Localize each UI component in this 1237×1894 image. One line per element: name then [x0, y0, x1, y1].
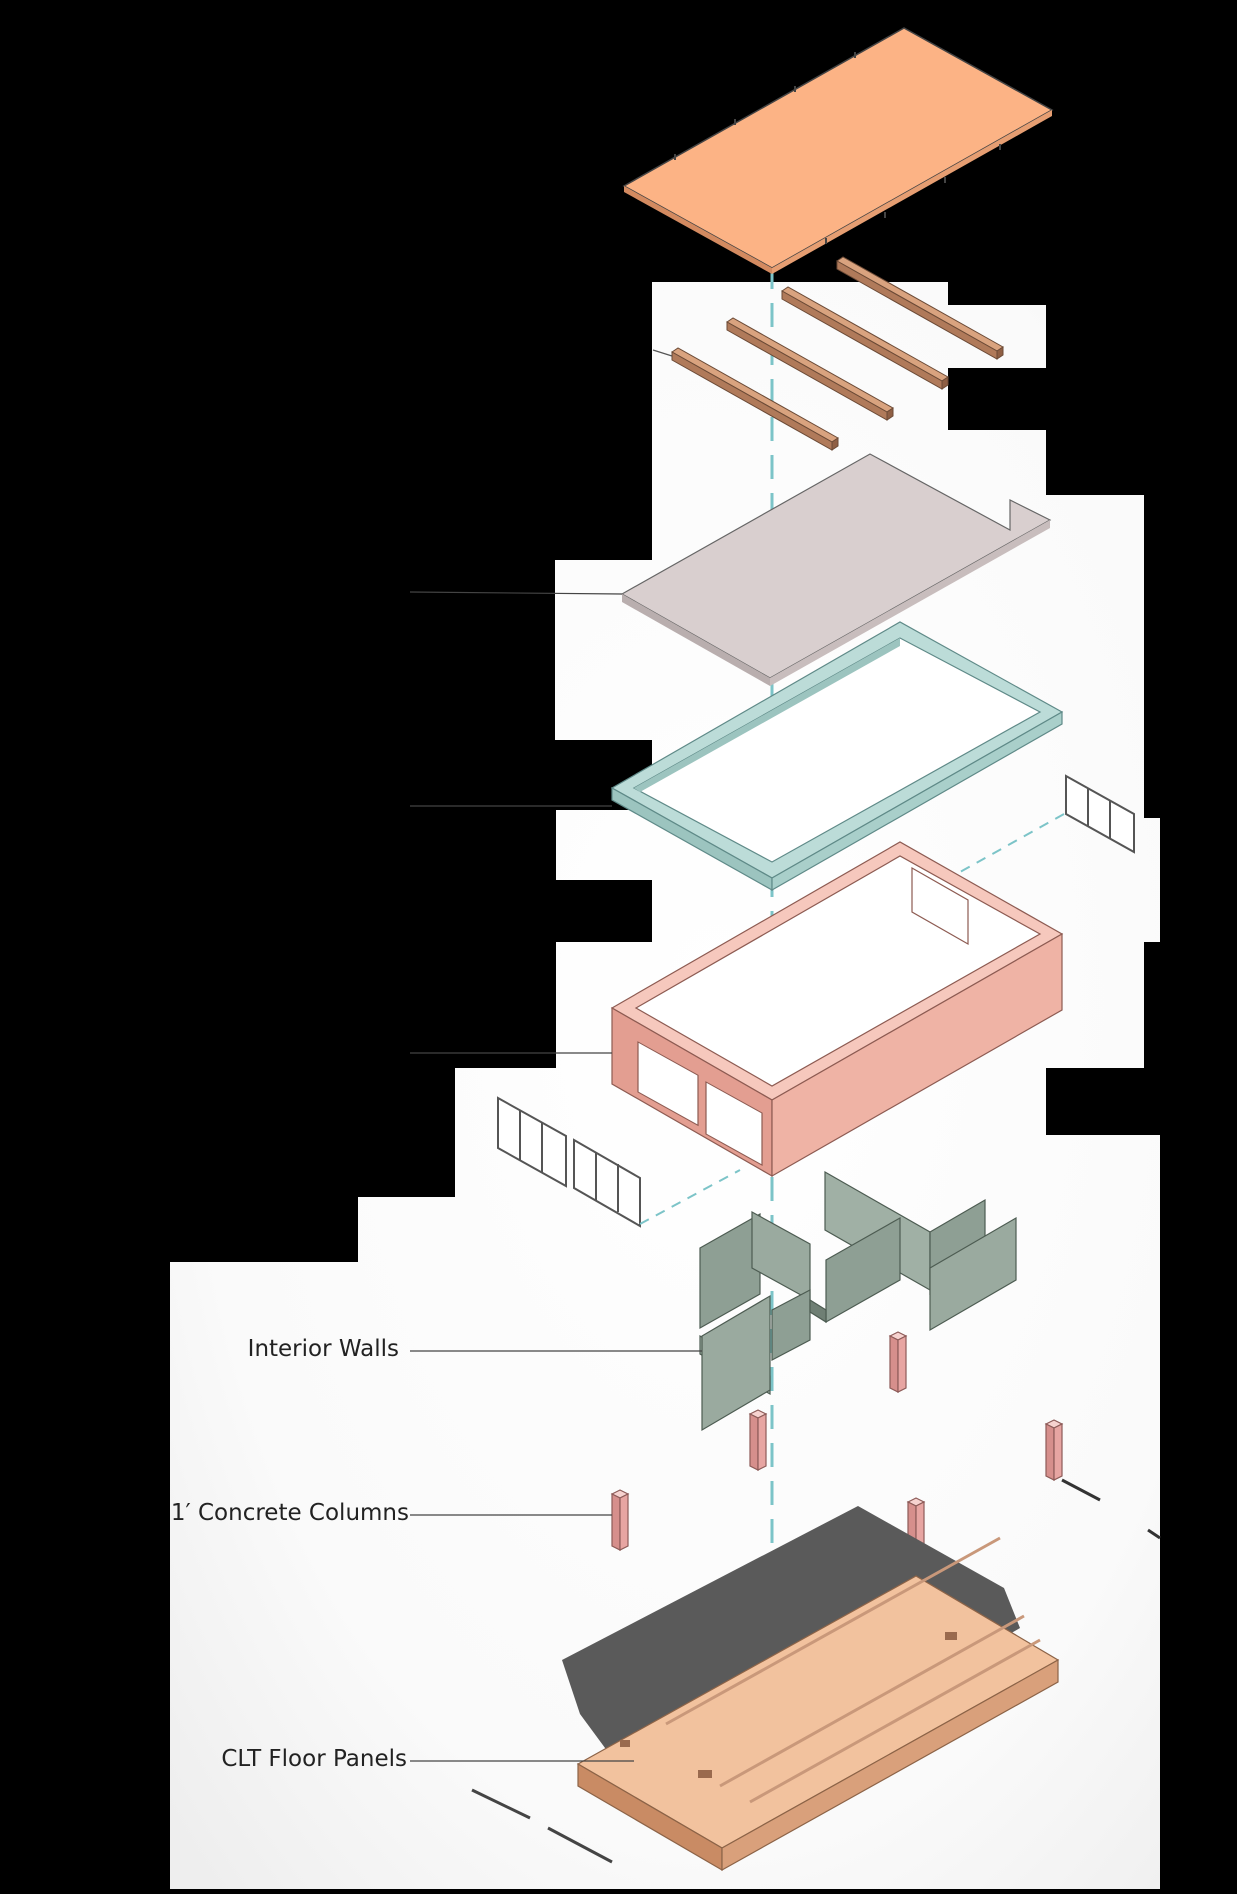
beams-leader-stub — [652, 349, 673, 357]
window-axis-right — [959, 813, 1065, 873]
label-clt-floor-panels: CLT Floor Panels — [221, 1746, 407, 1772]
exterior-walls-shell — [610, 841, 1064, 1178]
cutout-3 — [1046, 1068, 1160, 1135]
label-interior-walls: Interior Walls — [247, 1336, 399, 1362]
interior-walls — [699, 1170, 1017, 1432]
column-1 — [888, 1331, 908, 1393]
ground-shadow-lines — [471, 1788, 613, 1864]
column-4 — [610, 1489, 630, 1551]
window-frames — [497, 774, 1135, 1228]
window-axis-left — [639, 1169, 741, 1225]
clt-floor-panels — [576, 1536, 1060, 1872]
column-2 — [748, 1409, 768, 1471]
roof-panel — [622, 27, 1054, 274]
column-3 — [1044, 1419, 1064, 1481]
ring-beam — [610, 621, 1064, 892]
deck-leader-line — [409, 591, 623, 595]
roof-beams — [671, 256, 1004, 451]
label-concrete-columns: 1′ Concrete Columns — [170, 1500, 409, 1526]
column-shadows — [1061, 1478, 1161, 1540]
roof-deck — [620, 453, 1052, 686]
